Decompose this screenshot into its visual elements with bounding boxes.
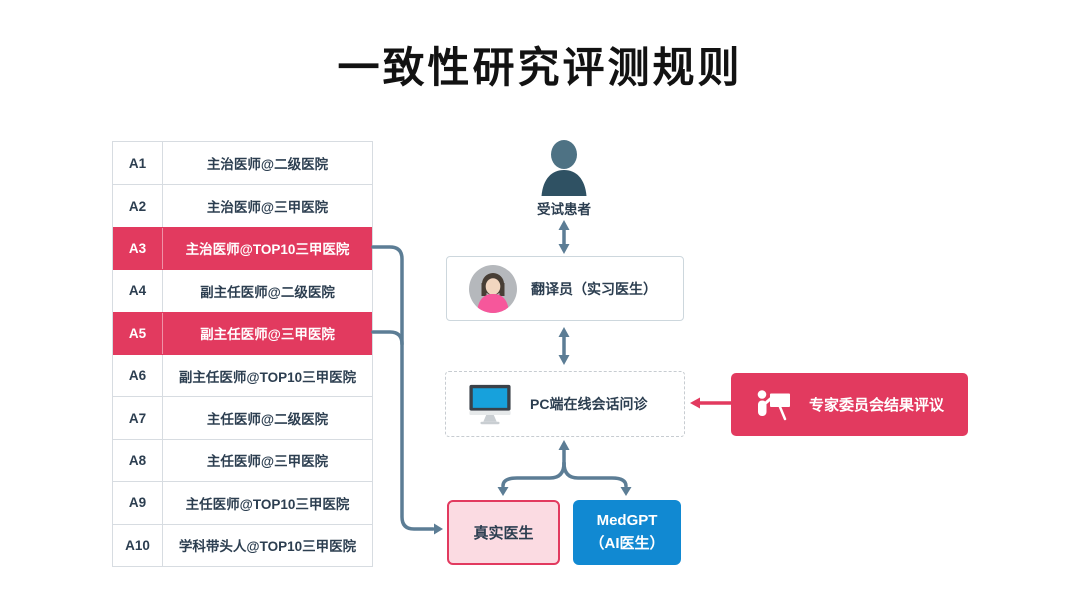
arrowhead-up-icon: [558, 220, 570, 230]
medgpt-box: MedGPT （AI医生）: [573, 500, 681, 565]
row-code: A1: [113, 142, 163, 185]
table-row: A9 主任医师@TOP10三甲医院: [113, 481, 372, 524]
row-code: A2: [113, 185, 163, 227]
row-code: A8: [113, 439, 163, 482]
table-row: A5 副主任医师@三甲医院: [113, 311, 372, 354]
table-row: A8 主任医师@三甲医院: [113, 438, 372, 482]
arrowhead-right-icon: [434, 523, 443, 535]
medgpt-label-line1: MedGPT: [596, 512, 658, 529]
row-code: A10: [113, 524, 163, 566]
branch-left: [501, 461, 566, 488]
pc-session-label: PC端在线会话问诊: [530, 396, 648, 412]
row-label: 主治医师@TOP10三甲医院: [185, 242, 350, 258]
page-title: 一致性研究评测规则: [337, 44, 743, 91]
row-code: A7: [113, 397, 163, 439]
row-code: A5: [113, 312, 163, 354]
translator-label: 翻译员（实习医生）: [531, 280, 657, 297]
row-code: A4: [113, 270, 163, 312]
desktop-monitor-icon: [469, 384, 511, 424]
row-label: 主治医师@三甲医院: [206, 200, 329, 216]
row-label: 副主任医师@三甲医院: [200, 327, 335, 343]
arrowhead-down-icon: [558, 355, 570, 365]
pc-session-box: PC端在线会话问诊: [445, 371, 685, 437]
committee-label: 专家委员会结果评议: [808, 397, 944, 414]
arrowhead-up-icon: [558, 440, 570, 450]
table-to-realdoctor-connector: [371, 245, 435, 531]
branch-right: [562, 461, 628, 488]
real-doctor-label: 真实医生: [473, 525, 534, 542]
row-label: 副主任医师@TOP10三甲医院: [178, 369, 357, 385]
arrowhead-left-icon: [690, 397, 700, 409]
female-avatar-icon: [469, 264, 517, 313]
table-row: A4 副主任医师@二级医院: [113, 269, 372, 312]
table-row: A3 主治医师@TOP10三甲医院: [113, 226, 372, 270]
arrowhead-down-icon: [558, 244, 570, 254]
row-label: 主治医师@二级医院: [206, 157, 329, 173]
row-label: 主任医师@TOP10三甲医院: [185, 496, 350, 512]
row-code: A9: [113, 482, 163, 524]
person-silhouette-icon: [541, 140, 587, 196]
row-code: A3: [113, 227, 163, 270]
table-row: A7 主任医师@二级医院: [113, 396, 372, 439]
table-row: A6 副主任医师@TOP10三甲医院: [113, 353, 372, 397]
row-code: A6: [113, 354, 163, 397]
row-label: 主任医师@三甲医院: [206, 454, 329, 470]
arrowhead-up-icon: [558, 327, 570, 337]
table-row: A1 主治医师@二级医院: [113, 142, 372, 185]
translator-box: 翻译员（实习医生）: [446, 256, 684, 321]
row-label: 副主任医师@二级医院: [200, 284, 335, 300]
patient-label: 受试患者: [537, 202, 591, 217]
table-row: A2 主治医师@三甲医院: [113, 184, 372, 227]
committee-box: 专家委员会结果评议: [731, 373, 968, 436]
real-doctor-box: 真实医生: [447, 500, 560, 565]
doctor-grade-table: A1 主治医师@二级医院 A2 主治医师@三甲医院 A3 主治医师@TOP10三甲医院 A4…: [112, 141, 373, 567]
arrowhead-down-icon: [497, 487, 509, 496]
row-label: 主任医师@二级医院: [206, 412, 329, 428]
table-row: A10 学科带头人@TOP10三甲医院: [113, 523, 372, 566]
medgpt-label-line2: （AI医生）: [589, 534, 665, 552]
arrowhead-down-icon: [620, 487, 632, 496]
row-label: 学科带头人@TOP10三甲医院: [178, 539, 357, 555]
presenter-board-icon: [757, 389, 790, 420]
table-a5-elbow: [371, 330, 404, 346]
